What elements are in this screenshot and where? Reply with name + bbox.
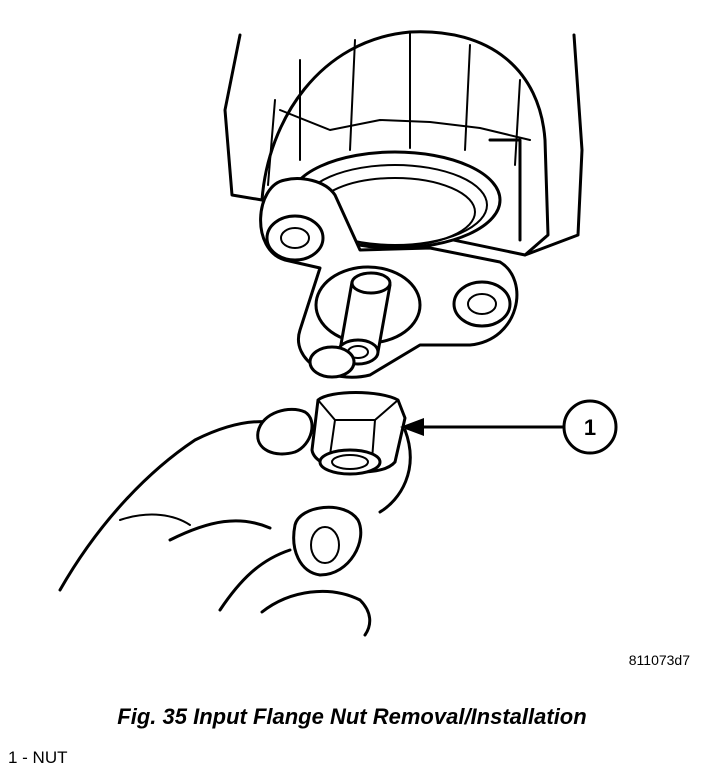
legend-item: 1 - NUT [8, 748, 68, 767]
flange-nut [310, 391, 407, 476]
output-shaft [308, 271, 392, 379]
callout-1: 1 [400, 399, 618, 455]
figure-caption: Fig. 35 Input Flange Nut Removal/Install… [117, 704, 587, 729]
hand [58, 407, 412, 637]
figure-code: 811073d7 [628, 652, 690, 668]
technical-illustration: 1 [58, 30, 618, 637]
callout-number: 1 [584, 415, 596, 440]
